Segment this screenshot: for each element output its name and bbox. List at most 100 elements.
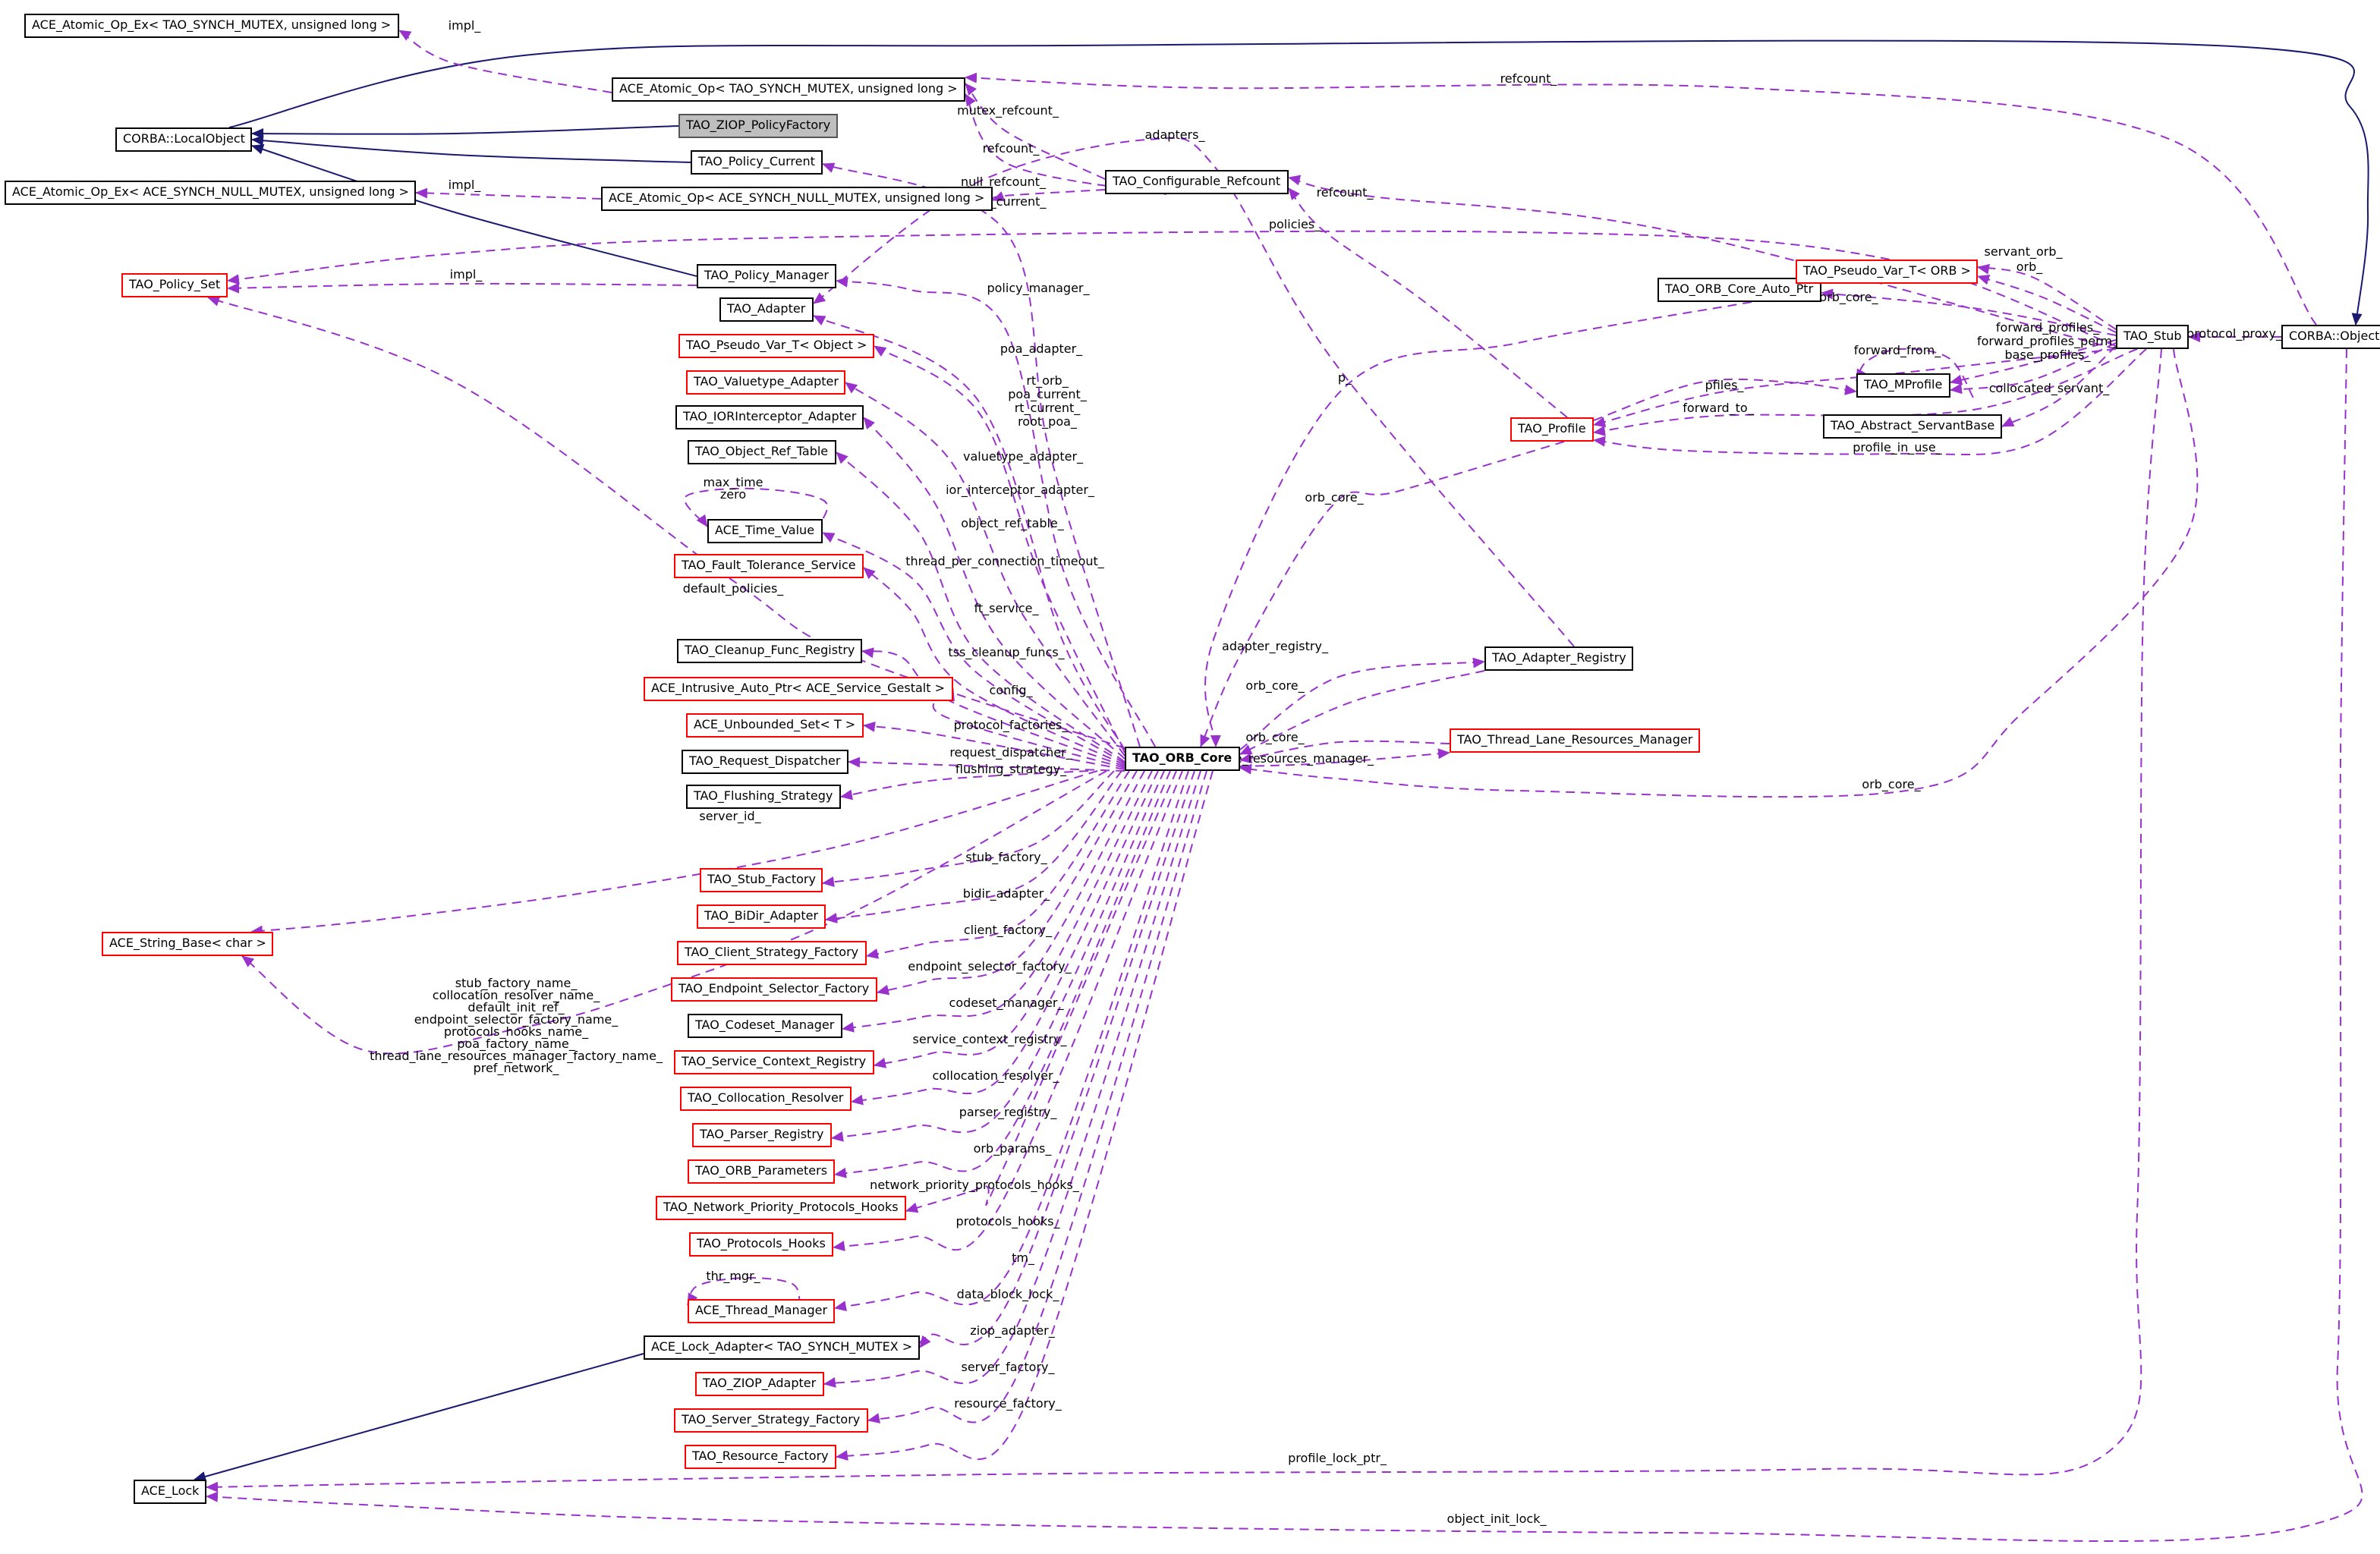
usage-edge (851, 770, 1159, 1106)
edge-label: adapters_ (1144, 128, 1205, 142)
class-node-corba-object[interactable]: CORBA::Object (2281, 325, 2380, 349)
edge-label: bidir_adapter_ (962, 887, 1050, 901)
edge-label: stub_factory_name_ (455, 977, 578, 990)
class-node-protocols-hooks[interactable]: TAO_Protocols_Hooks (689, 1232, 833, 1257)
class-node-pseudo-var-object[interactable]: TAO_Pseudo_Var_T< Object > (678, 334, 875, 358)
class-node-fault-tolerance-service[interactable]: TAO_Fault_Tolerance_Service (674, 554, 864, 578)
class-node-configurable-refcount[interactable]: TAO_Configurable_Refcount (1105, 170, 1289, 194)
class-node-string-base[interactable]: ACE_String_Base< char > (102, 932, 274, 956)
edge-label: poa_current_ (1008, 388, 1087, 401)
usage-edge (831, 770, 1165, 1142)
class-node-parser-registry[interactable]: TAO_Parser_Registry (692, 1123, 832, 1147)
usage-edge (1200, 441, 1565, 747)
usage-edge (1288, 187, 1568, 418)
edge-label: thread_per_connection_timeout_ (905, 555, 1104, 568)
usage-edge (1977, 263, 2117, 330)
class-node-server-strategy-factory[interactable]: TAO_Server_Strategy_Factory (674, 1408, 868, 1433)
class-node-bidir-adapter[interactable]: TAO_BiDir_Adapter (697, 904, 826, 929)
class-node-mprofile[interactable]: TAO_MProfile (1856, 373, 1950, 398)
usage-edge (2001, 345, 2117, 427)
class-node-endpoint-selector-factory[interactable]: TAO_Endpoint_Selector_Factory (671, 977, 877, 1002)
class-node-atomic-op-tao[interactable]: ACE_Atomic_Op< TAO_SYNCH_MUTEX, unsigned… (612, 77, 965, 102)
class-node-lock-adapter[interactable]: ACE_Lock_Adapter< TAO_SYNCH_MUTEX > (644, 1335, 921, 1360)
class-node-atomic-op-null[interactable]: ACE_Atomic_Op< ACE_SYNCH_NULL_MUTEX, uns… (601, 187, 993, 211)
class-node-pseudo-var-orb[interactable]: TAO_Pseudo_Var_T< ORB > (1796, 260, 1979, 284)
class-node-policy-manager[interactable]: TAO_Policy_Manager (697, 264, 836, 288)
class-node-stub-factory[interactable]: TAO_Stub_Factory (700, 868, 823, 892)
edge-label: ziop_adapter_ (970, 1324, 1055, 1338)
edge-label: max_time (703, 476, 763, 489)
edge-label: poa_adapter_ (1000, 342, 1083, 356)
usage-edge (1239, 740, 1450, 764)
class-node-abstract-servantbase[interactable]: TAO_Abstract_ServantBase (1823, 414, 2003, 439)
class-node-orb-core[interactable]: TAO_ORB_Core (1125, 747, 1240, 771)
class-node-orb-core-auto-ptr[interactable]: TAO_ORB_Core_Auto_Ptr (1658, 278, 1821, 302)
class-node-intrusive-auto-ptr[interactable]: ACE_Intrusive_Auto_Ptr< ACE_Service_Gest… (644, 677, 952, 701)
class-node-corba-localobject[interactable]: CORBA::LocalObject (115, 127, 253, 152)
usage-edge (965, 83, 1106, 180)
usage-edge (822, 532, 1125, 764)
class-node-thread-manager[interactable]: ACE_Thread_Manager (688, 1299, 836, 1323)
class-node-adapter[interactable]: TAO_Adapter (719, 297, 814, 322)
edge-label: adapter_registry_ (1222, 640, 1328, 653)
usage-edge (1593, 348, 2147, 456)
usage-edge (874, 345, 1125, 753)
usage-edge (836, 276, 1156, 747)
usage-edge (1821, 288, 2117, 336)
class-node-policy-current[interactable]: TAO_Policy_Current (691, 150, 823, 175)
usage-edge (206, 348, 2162, 1493)
edge-label: mutex_refcount_ (957, 104, 1059, 118)
edge-label: ft_service_ (974, 602, 1039, 615)
class-node-network-priority-protocols-hooks[interactable]: TAO_Network_Priority_Protocols_Hooks (656, 1196, 906, 1220)
edge-label: protocol_factories_ (953, 719, 1069, 732)
edge-label: root_poa_ (1018, 415, 1077, 429)
class-node-policy-set[interactable]: TAO_Policy_Set (121, 273, 228, 297)
class-node-valuetype-adapter[interactable]: TAO_Valuetype_Adapter (686, 370, 846, 395)
edge-label: forward_profiles_ (1995, 321, 2100, 335)
class-node-atomic-op-ex-tao[interactable]: ACE_Atomic_Op_Ex< TAO_SYNCH_MUTEX, unsig… (24, 14, 399, 38)
class-node-ziop-policyfactory[interactable]: TAO_ZIOP_PolicyFactory (678, 114, 839, 138)
edge-label: tm_ (1012, 1251, 1034, 1265)
class-node-service-context-registry[interactable]: TAO_Service_Context_Registry (674, 1050, 874, 1074)
usage-edge (863, 567, 1125, 766)
edge-label: service_context_registry_ (912, 1033, 1067, 1046)
class-node-object-ref-table[interactable]: TAO_Object_Ref_Table (688, 440, 836, 464)
class-node-flushing-strategy[interactable]: TAO_Flushing_Strategy (686, 785, 841, 809)
edge-label: parser_registry_ (959, 1106, 1057, 1119)
edge-label: poa_factory_name_ (457, 1037, 575, 1051)
class-node-orb-parameters[interactable]: TAO_ORB_Parameters (688, 1159, 836, 1184)
class-node-atomic-op-ex-null[interactable]: ACE_Atomic_Op_Ex< ACE_SYNCH_NULL_MUTEX, … (5, 181, 417, 205)
edge-label: policies_ (1268, 218, 1321, 231)
edge-label: pfiles_ (1705, 379, 1744, 392)
class-node-codeset-manager[interactable]: TAO_Codeset_Manager (688, 1014, 842, 1038)
edge-label: zero (719, 488, 747, 502)
class-node-unbounded-set[interactable]: ACE_Unbounded_Set< T > (686, 713, 864, 738)
class-node-collocation-resolver[interactable]: TAO_Collocation_Resolver (680, 1087, 852, 1111)
class-node-ziop-adapter[interactable]: TAO_ZIOP_Adapter (695, 1372, 824, 1396)
edge-label: ior_interceptor_adapter_ (946, 483, 1094, 497)
inheritance-edge (194, 1353, 644, 1482)
edge-label: orb_params_ (973, 1142, 1052, 1156)
class-node-resource-factory[interactable]: TAO_Resource_Factory (685, 1445, 836, 1469)
class-node-ace-lock[interactable]: ACE_Lock (134, 1480, 207, 1504)
class-node-stub[interactable]: TAO_Stub (2116, 325, 2190, 349)
class-node-request-dispatcher[interactable]: TAO_Request_Dispatcher (682, 750, 848, 774)
class-node-thread-lane-resources-manager[interactable]: TAO_Thread_Lane_Resources_Manager (1450, 728, 1701, 753)
edge-label: client_factory_ (963, 923, 1053, 937)
class-node-profile[interactable]: TAO_Profile (1510, 417, 1594, 442)
class-node-time-value[interactable]: ACE_Time_Value (707, 519, 823, 543)
edge-label: p_ (1337, 371, 1352, 385)
usage-edge (867, 770, 1207, 1423)
class-node-adapter-registry[interactable]: TAO_Adapter_Registry (1484, 646, 1634, 671)
usage-edge (918, 770, 1195, 1348)
usage-edge (877, 770, 1138, 996)
edge-label: null_refcount_ (960, 175, 1047, 189)
edge-label: pref_network_ (473, 1062, 559, 1075)
usage-edge (874, 770, 1153, 1068)
usage-edge (848, 757, 1125, 772)
usage-edge (863, 417, 1125, 760)
class-node-ior-interceptor-adapter[interactable]: TAO_IORInterceptor_Adapter (675, 405, 864, 429)
class-node-client-strategy-factory[interactable]: TAO_Client_Strategy_Factory (677, 941, 867, 965)
class-node-cleanup-func-registry[interactable]: TAO_Cleanup_Func_Registry (677, 639, 863, 663)
